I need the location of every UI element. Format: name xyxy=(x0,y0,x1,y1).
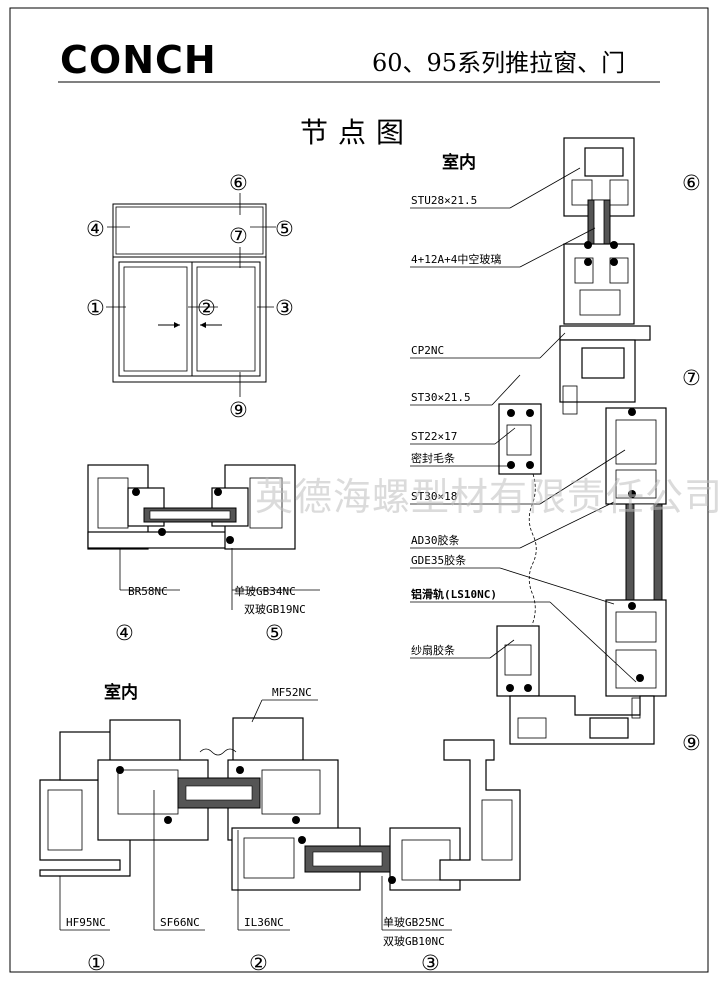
indoor-label-bottom: 室内 xyxy=(104,682,138,703)
callout-stu28: STU28×21.5 xyxy=(411,194,477,207)
callout-il36nc: IL36NC xyxy=(244,916,284,929)
callout-cp2nc: CP2NC xyxy=(411,344,444,357)
callout-gde35: GDE35胶条 xyxy=(411,553,466,567)
callout-glass: 4+12A+4中空玻璃 xyxy=(411,252,501,266)
brand-logo: CONCH xyxy=(60,38,217,82)
callout-st30-21: ST30×21.5 xyxy=(411,391,471,404)
callout-hf95nc: HF95NC xyxy=(66,916,106,929)
marker-6-right: ⑥ xyxy=(682,171,701,195)
callout-gb25nc: 单玻GB25NC xyxy=(383,916,445,929)
marker-9-elev: ⑨ xyxy=(229,398,248,422)
marker-5-mid: ⑤ xyxy=(265,621,284,645)
callout-st30-18: ST30×18 xyxy=(411,490,457,503)
marker-2-elev: ② xyxy=(197,296,216,320)
callout-brush-seal: 密封毛条 xyxy=(411,451,455,465)
marker-1-elev: ① xyxy=(86,296,105,320)
window-elevation xyxy=(106,193,276,397)
marker-3-bottom: ③ xyxy=(421,951,440,975)
marker-1-bottom: ① xyxy=(87,951,106,975)
callout-screen-seal: 纱扇胶条 xyxy=(411,643,455,657)
marker-9-right: ⑨ xyxy=(682,731,701,755)
callout-mf52nc: MF52NC xyxy=(272,686,312,699)
right-vertical-section xyxy=(410,137,667,745)
indoor-label-right: 室内 xyxy=(442,152,476,173)
callout-br58nc: BR58NC xyxy=(128,585,168,598)
page-title: 节点图 xyxy=(300,116,414,149)
sheet-border xyxy=(9,7,709,973)
marker-6-elev: ⑥ xyxy=(229,171,248,195)
callout-gb19nc: 双玻GB19NC xyxy=(244,603,306,616)
callout-sf66nc: SF66NC xyxy=(160,916,200,929)
marker-5-elev: ⑤ xyxy=(275,217,294,241)
marker-4-mid: ④ xyxy=(115,621,134,645)
marker-2-bottom: ② xyxy=(249,951,268,975)
marker-3-elev: ③ xyxy=(275,296,294,320)
header-title: 60、95系列推拉窗、门 xyxy=(372,49,625,77)
callout-st22: ST22×17 xyxy=(411,430,457,443)
callout-gb10nc: 双玻GB10NC xyxy=(383,935,445,948)
callout-gb34nc: 单玻GB34NC xyxy=(234,585,296,598)
marker-7-elev: ⑦ xyxy=(229,224,248,248)
marker-7-right: ⑦ xyxy=(682,366,701,390)
mid-horizontal-section xyxy=(87,464,320,610)
callout-rail: 铝滑轨(LS10NC) xyxy=(411,587,497,601)
callout-ad30: AD30胶条 xyxy=(411,533,460,547)
bottom-horizontal-section xyxy=(39,699,521,931)
marker-4-elev: ④ xyxy=(86,217,105,241)
company-watermark: 英德海螺型材有限责任公司 xyxy=(255,475,720,519)
